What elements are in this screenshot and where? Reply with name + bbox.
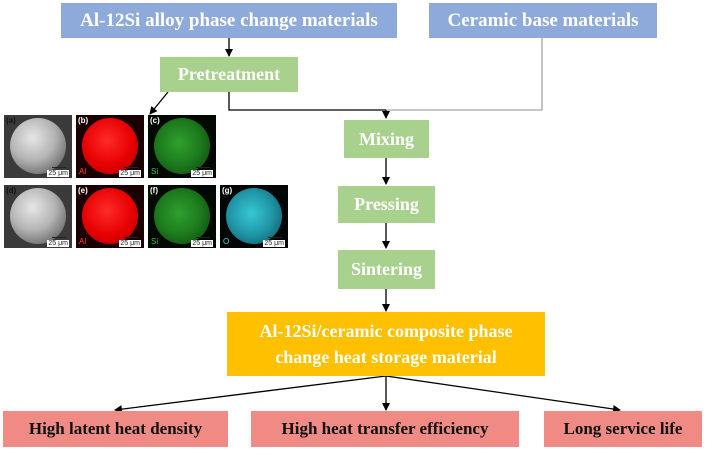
- element-label: Al: [79, 237, 87, 246]
- scale-label: 25 μm: [119, 170, 141, 177]
- scale-label: 25 μm: [47, 240, 69, 247]
- micrograph-panel: (b) Al 25 μm: [76, 115, 144, 178]
- composite-material-box: Al-12Si/ceramic composite phase change h…: [227, 312, 545, 376]
- particle-image: [154, 118, 210, 174]
- micrograph-panels: (a) 25 μm (b) Al 25 μm (c) Si 25 μm (d) 25 μm (e) A…: [4, 115, 290, 250]
- ceramic-materials-box: Ceramic base materials: [429, 3, 657, 38]
- outcome-service-life-box: Long service life: [544, 411, 702, 447]
- particle-image: [226, 188, 282, 244]
- alloy-materials-box: Al-12Si alloy phase change materials: [61, 3, 397, 38]
- composite-line-2: change heat storage material: [275, 347, 497, 367]
- arrow-pretreatment-to-micrographs: [149, 91, 169, 115]
- element-label: Si: [151, 237, 159, 246]
- line-pretreatment-to-mixing: [228, 92, 386, 111]
- particle-image: [10, 188, 66, 244]
- particle-image: [82, 188, 138, 244]
- scale-label: 25 μm: [191, 170, 213, 177]
- micrograph-panel: (f) Si 25 μm: [148, 185, 216, 248]
- outcome-heat-transfer-box: High heat transfer efficiency: [251, 411, 519, 447]
- panel-label: (e): [78, 186, 88, 195]
- panel-label: (a): [6, 116, 16, 125]
- panel-label: (c): [150, 116, 160, 125]
- arrow-to-outcome-3: [385, 375, 621, 413]
- micrograph-panel: (a) 25 μm: [4, 115, 72, 178]
- outcome-latent-heat-box: High latent heat density: [3, 411, 228, 447]
- scale-label: 25 μm: [263, 240, 285, 247]
- particle-image: [82, 118, 138, 174]
- scale-label: 25 μm: [119, 240, 141, 247]
- pretreatment-box: Pretreatment: [160, 57, 298, 92]
- particle-image: [10, 118, 66, 174]
- element-label: Si: [151, 167, 159, 176]
- panel-label: (d): [6, 186, 17, 195]
- arrow-to-outcome-1: [114, 375, 387, 414]
- micrograph-panel: (e) Al 25 μm: [76, 185, 144, 248]
- scale-bar: [196, 237, 210, 238]
- element-label: O: [223, 237, 230, 246]
- sintering-box: Sintering: [338, 250, 435, 289]
- scale-label: 25 μm: [47, 170, 69, 177]
- micrograph-panel: (c) Si 25 μm: [148, 115, 216, 178]
- mixing-box: Mixing: [344, 120, 429, 158]
- panel-label: (f): [150, 186, 158, 195]
- scale-bar: [52, 167, 66, 168]
- panel-label: (g): [222, 186, 233, 195]
- scale-bar: [268, 237, 282, 238]
- element-label: Al: [79, 167, 87, 176]
- line-ceramic-to-mixing: [386, 38, 543, 111]
- panel-label: (b): [78, 116, 89, 125]
- micrograph-panel: (g) O 25 μm: [220, 185, 288, 248]
- particle-image: [154, 188, 210, 244]
- scale-bar: [124, 237, 138, 238]
- pressing-box: Pressing: [338, 186, 435, 223]
- scale-bar: [52, 237, 66, 238]
- composite-line-1: Al-12Si/ceramic composite phase: [259, 321, 513, 341]
- scale-bar: [124, 167, 138, 168]
- scale-bar: [196, 167, 210, 168]
- micrograph-panel: (d) 25 μm: [4, 185, 72, 248]
- scale-label: 25 μm: [191, 240, 213, 247]
